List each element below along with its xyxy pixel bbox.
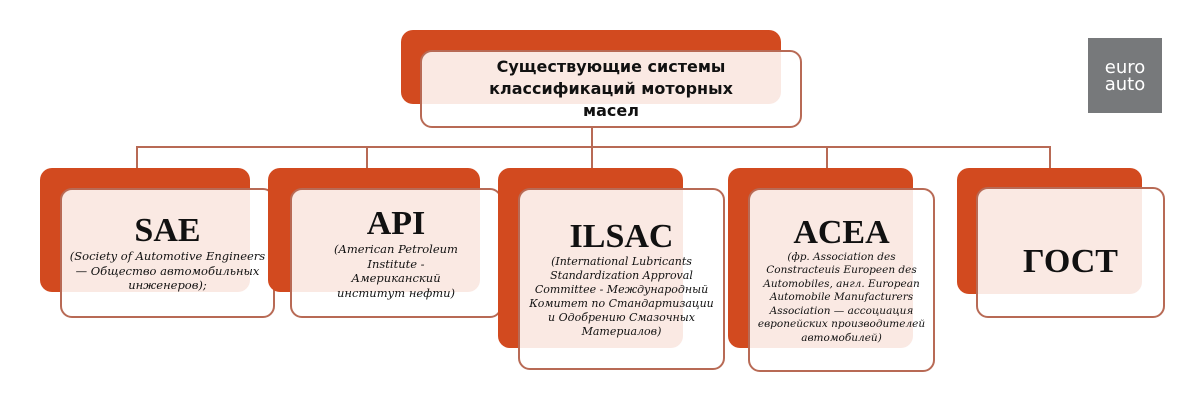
logo-line1: euro [1104, 56, 1146, 78]
card-desc: (American Petroleum Institute - Американ… [334, 242, 458, 300]
card-desc: (фр. Association des Constracteuis Europ… [757, 250, 926, 344]
card-abbr: API [366, 205, 426, 242]
card-abbr: SAE [134, 212, 201, 250]
header-box: Существующие системы классификаций мотор… [420, 50, 802, 128]
card-acea: ACEA (фр. Association des Constracteuis … [748, 188, 935, 372]
connector-acea [826, 146, 828, 168]
logo-line2: auto [1104, 73, 1146, 95]
page-title: Существующие системы классификаций мотор… [489, 57, 733, 120]
euroauto-logo: euro auto [1088, 38, 1162, 113]
card-abbr: ILSAC [569, 218, 674, 255]
card-sae: SAE (Society of Automotive Engineers — О… [60, 188, 275, 318]
connector-trunk [591, 128, 593, 168]
connector-horizontal [136, 146, 1051, 148]
card-api: API (American Petroleum Institute - Амер… [290, 188, 502, 318]
connector-api [366, 146, 368, 168]
card-gost: ГОСТ [976, 187, 1165, 318]
card-desc: (Society of Automotive Engineers — Общес… [69, 249, 266, 293]
connector-gost [1049, 146, 1051, 168]
card-abbr: ACEA [793, 213, 890, 251]
card-desc: (International Lubricants Standardizatio… [529, 255, 714, 338]
card-abbr: ГОСТ [1023, 242, 1118, 280]
card-ilsac: ILSAC (International Lubricants Standard… [518, 188, 725, 370]
connector-sae [136, 146, 138, 168]
